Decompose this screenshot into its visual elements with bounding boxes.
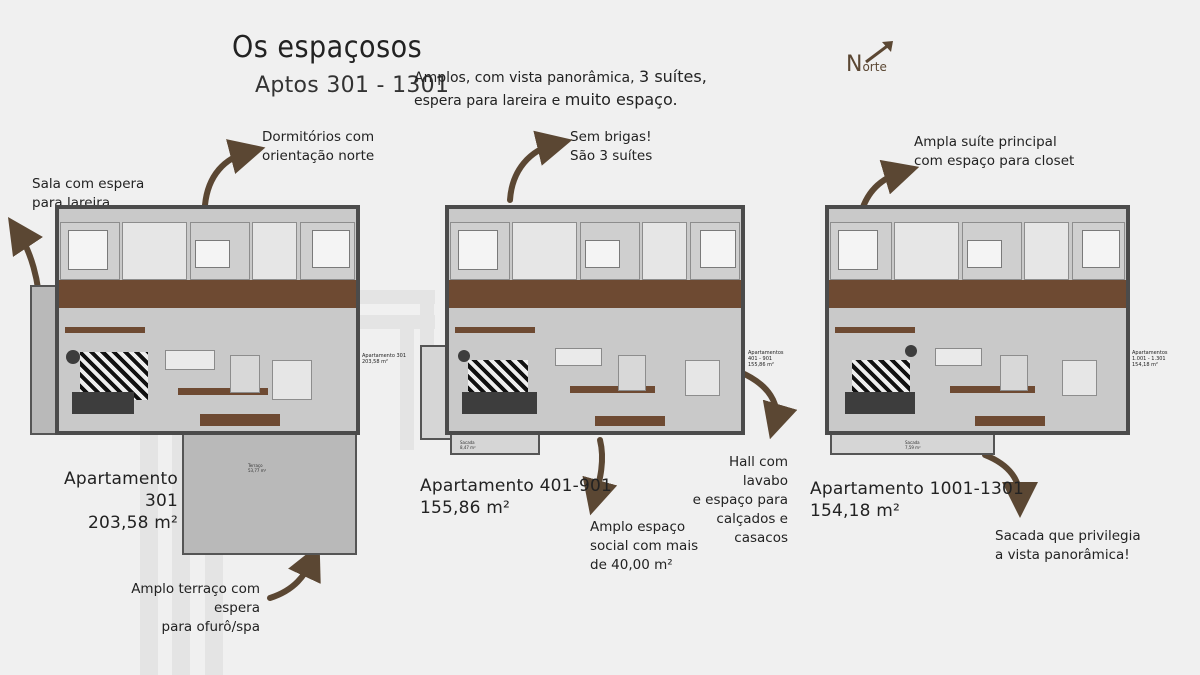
balcony-area-label: Sacada 8,47 m² — [460, 440, 476, 450]
balcony-area-label: Sacada 7,59 m² — [905, 440, 921, 450]
note-hall: Hall com lavabo e espaço para calçados e… — [692, 454, 788, 546]
note-sem-brigas: Sem brigas! São 3 suítes — [570, 129, 653, 164]
intro-text: Amplos, com vista panorâmica, 3 suítes, … — [414, 67, 707, 109]
apartment-label-401-901: Apartamento 401-901 155,86 m² — [420, 476, 613, 518]
note-social: Amplo espaço social com mais de 40,00 m² — [590, 519, 699, 573]
compass-label: Norte — [846, 52, 887, 77]
page-subtitle: Aptos 301 - 1301 — [255, 73, 450, 98]
apartment-label-301: Apartamento 301 203,58 m² — [64, 469, 178, 533]
plan-area-tag: Apartamento 301 203,58 m² — [362, 353, 407, 365]
apartment-label-1001-1301: Apartamento 1001-1301 154,18 m² — [810, 479, 1025, 521]
note-dormitorios: Dormitórios com orientação norte — [262, 129, 375, 164]
plan-area-tag: Apartamentos 1.001 - 1.301 154,18 m² — [1132, 350, 1168, 368]
plan-area-tag: Apartamentos 401 - 901 155,86 m² — [748, 350, 784, 368]
note-suite-principal: Ampla suíte principal com espaço para cl… — [914, 134, 1075, 169]
note-sacada: Sacada que privilegia a vista panorâmica… — [995, 528, 1141, 563]
note-terraco: Amplo terraço com espera para ofurô/spa — [131, 581, 260, 635]
north-arrow-icon — [865, 41, 893, 64]
terrace-area-label: Terraço 53,77 m² — [248, 463, 267, 473]
page-title: Os espaçosos — [232, 30, 423, 65]
